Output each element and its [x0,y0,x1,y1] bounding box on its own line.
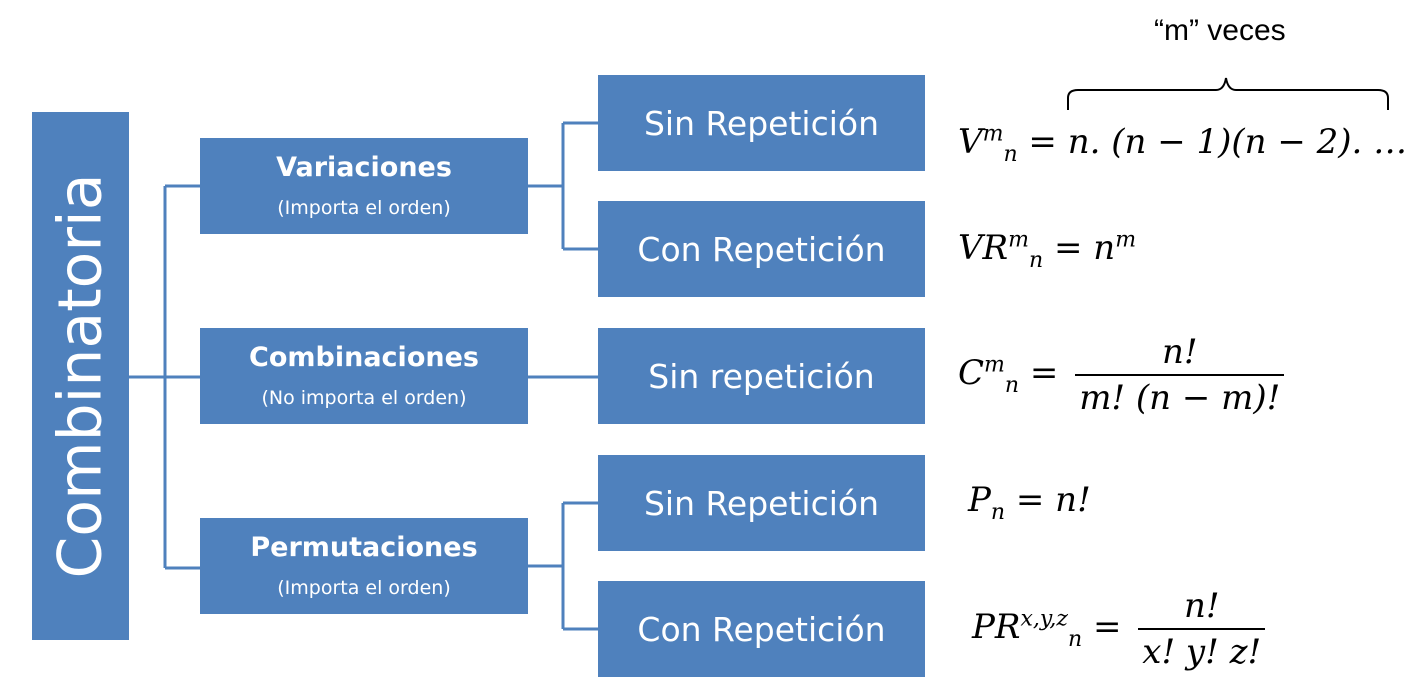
subtype-label: Sin repetición [648,356,875,396]
category-title: Combinaciones [249,342,479,374]
category-variaciones: Variaciones (Importa el orden) [200,138,528,234]
category-combinaciones: Combinaciones (No importa el orden) [200,328,528,424]
root-label: Combinatoria [45,173,116,579]
subtype-variaciones-sin-repeticion: Sin Repetición [598,75,925,171]
subtype-variaciones-con-repeticion: Con Repetición [598,201,925,297]
root-box: Combinatoria [32,112,129,640]
subtype-label: Sin Repetición [643,103,880,143]
category-title: Variaciones [276,152,452,184]
category-permutaciones: Permutaciones (Importa el orden) [200,518,528,614]
formula-variaciones: Vmn = n. (n − 1)(n − 2). … [958,121,1406,167]
subtype-permutaciones-sin-repeticion: Sin Repetición [598,455,925,551]
brace-icon [1067,77,1389,110]
subtype-label: Con Repetición [637,609,886,649]
category-title: Permutaciones [250,532,478,564]
subtype-label: Sin Repetición [643,483,880,523]
fraction: n! m! (n − m)! [1075,332,1285,418]
category-subtitle: (Importa el orden) [277,576,451,599]
brace-annotation: “m” veces [1154,14,1286,47]
formula-permutaciones: Pn = n! [968,480,1091,525]
category-subtitle: (No importa el orden) [261,386,467,409]
formula-variaciones-repeticion: VRmn = nm [958,227,1137,273]
formula-permutaciones-repeticion: PRx,y,zn = n! x! y! z! [972,586,1266,672]
fraction: n! x! y! z! [1138,586,1266,672]
formula-combinaciones: Cmn = n! m! (n − m)! [958,332,1285,418]
subtype-permutaciones-con-repeticion: Con Repetición [598,581,925,677]
subtype-combinaciones-sin-repeticion: Sin repetición [598,328,925,424]
category-subtitle: (Importa el orden) [277,196,451,219]
subtype-label: Con Repetición [637,229,886,269]
